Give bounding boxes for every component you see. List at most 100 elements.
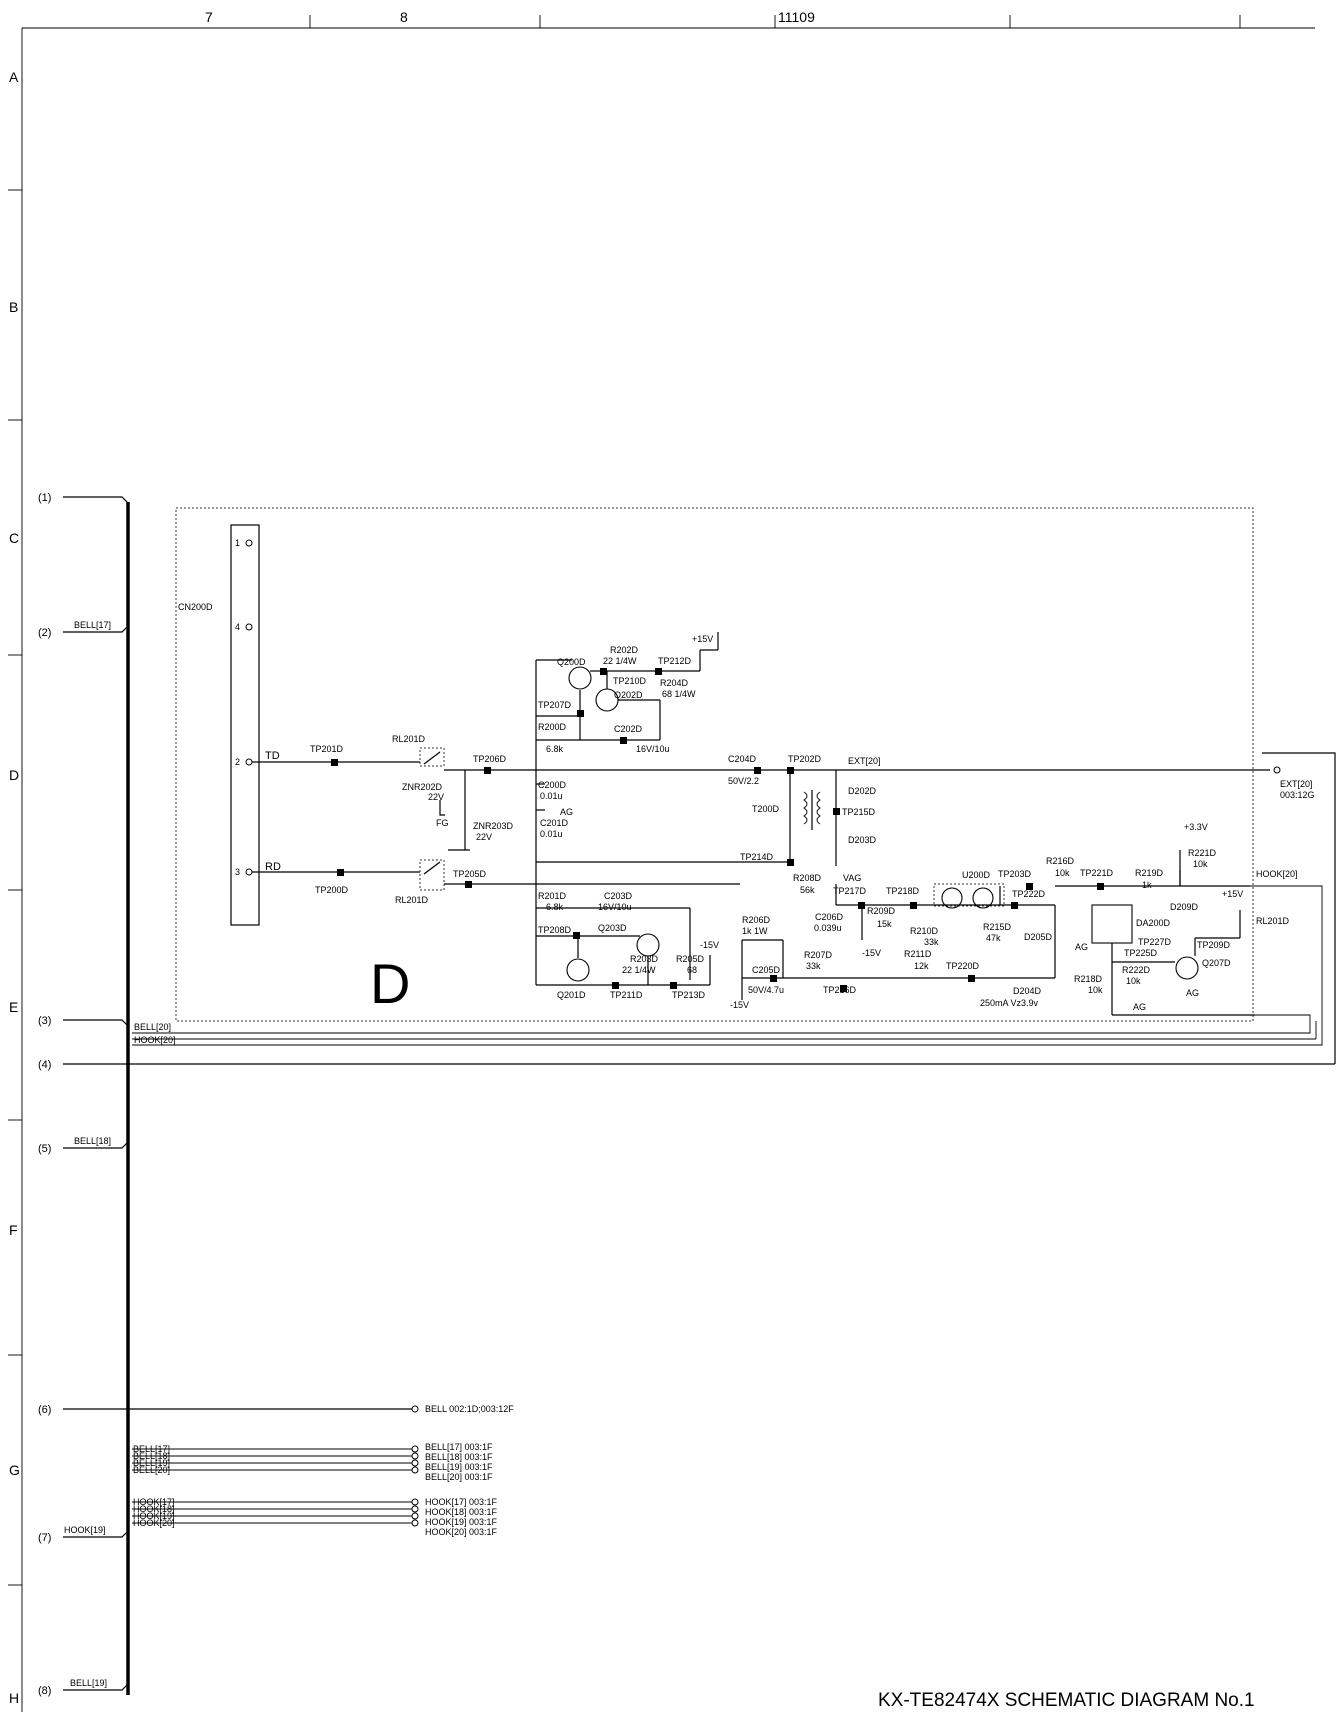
cn200d-connector <box>230 524 260 926</box>
pin-number: 1 <box>235 538 240 548</box>
component-label: D204D <box>1013 986 1042 996</box>
component-label: RL201D <box>395 895 429 905</box>
test-point <box>620 737 627 744</box>
test-point <box>577 710 584 717</box>
ground-label: AG <box>1133 1002 1146 1012</box>
offpage-connector <box>411 1459 419 1467</box>
component-value: 68 <box>687 965 697 975</box>
component-value: 68 1/4W <box>662 689 696 699</box>
component-label: R210D <box>910 926 939 936</box>
component-label: Q202D <box>614 690 643 700</box>
component-value: 10k <box>1126 976 1141 986</box>
component-label: Q200D <box>557 657 586 667</box>
td-label: TD <box>265 750 280 762</box>
component-value: 15k <box>877 919 892 929</box>
component-label: TP216D <box>823 985 857 995</box>
test-point <box>1011 902 1018 909</box>
test-point <box>968 975 975 982</box>
component-label: RL201D <box>1256 916 1290 926</box>
component-label: DA200D <box>1136 918 1171 928</box>
offpage-connector <box>411 1405 419 1413</box>
offpage-ref: HOOK[17] 003:1F <box>425 1497 498 1507</box>
component-label: TP220D <box>946 961 980 971</box>
component-value: 16V/10u <box>598 902 632 912</box>
bus-label: BELL[19] <box>133 1458 170 1468</box>
component-value: 47k <box>986 933 1001 943</box>
net-label: HOOK[20] <box>1256 869 1298 879</box>
component-label: T200D <box>752 804 780 814</box>
power-label: +15V <box>692 634 713 644</box>
pin-number: 2 <box>235 757 240 767</box>
component-label: R219D <box>1135 868 1164 878</box>
bus-label: BELL[19] <box>70 1678 107 1688</box>
component-label: R200D <box>538 722 567 732</box>
test-point <box>787 767 794 774</box>
component-label: R215D <box>983 922 1012 932</box>
row-label: D <box>9 767 19 783</box>
component-value: 10k <box>1193 859 1208 869</box>
test-point <box>754 767 761 774</box>
component-value: 22 1/4W <box>603 656 637 666</box>
component-label: TP209D <box>1197 940 1231 950</box>
test-point <box>1026 883 1033 890</box>
bell-hook-group-wiring <box>132 1448 412 1524</box>
bus-label-hook20: HOOK[20] <box>134 1035 176 1045</box>
row-label: A <box>9 69 19 85</box>
offpage-connector <box>411 1519 419 1527</box>
test-point <box>612 982 619 989</box>
transformer-wiring <box>789 766 1281 866</box>
component-label: C205D <box>752 965 781 975</box>
component-value: 250mA Vz3.9v <box>980 998 1039 1008</box>
ground-label: AG <box>1186 988 1199 998</box>
power-label: -15V <box>700 940 719 950</box>
component-value: 12k <box>914 961 929 971</box>
component-label: TP208D <box>538 925 572 935</box>
bus-label: BELL[17] <box>133 1444 170 1454</box>
component-label: TP222D <box>1012 889 1046 899</box>
component-label: U200D <box>962 870 991 880</box>
test-point <box>910 902 917 909</box>
component-label: Q201D <box>557 990 586 1000</box>
connector-marker: (1) <box>38 492 51 504</box>
component-value: 0.039u <box>814 923 842 933</box>
component-label: R201D <box>538 891 567 901</box>
offpage-ref: BELL[20] 003:1F <box>425 1472 493 1482</box>
pin-number: 3 <box>235 867 240 877</box>
right-section-wiring <box>1091 850 1255 1016</box>
row-label: G <box>9 1462 20 1478</box>
row-label: C <box>9 530 19 546</box>
component-value: 22V <box>476 832 492 842</box>
pin-number: 4 <box>235 622 240 632</box>
net-label: EXT[20] <box>848 756 881 766</box>
connector-marker: (5) <box>38 1143 51 1155</box>
component-label: R218D <box>1074 974 1103 984</box>
component-label: C206D <box>815 912 844 922</box>
bus-label: BELL[18] <box>133 1451 170 1461</box>
test-point <box>770 975 777 982</box>
connector-marker: (4) <box>38 1059 51 1071</box>
bus-label: BELL[17] <box>74 620 111 630</box>
offpage-ref: 003:12G <box>1280 790 1315 800</box>
component-label: TP218D <box>886 886 920 896</box>
block-label: D <box>370 952 410 1015</box>
bus-label: HOOK[19] <box>64 1525 106 1535</box>
component-label: R205D <box>676 954 705 964</box>
column-label: 7 <box>205 9 213 25</box>
bus-label-bell20: BELL[20] <box>134 1022 171 1032</box>
ground-label: AG <box>560 807 573 817</box>
offpage-connector <box>411 1466 419 1474</box>
offpage-ref: BELL[19] 003:1F <box>425 1462 493 1472</box>
component-value: 0.01u <box>540 791 563 801</box>
offpage-connector <box>411 1445 419 1453</box>
transistor-symbol <box>972 887 994 909</box>
component-label: TP212D <box>658 656 692 666</box>
offpage-connector <box>411 1498 419 1506</box>
row-label: B <box>9 299 18 315</box>
power-label: +3.3V <box>1184 822 1208 832</box>
row-label: E <box>9 999 18 1015</box>
component-label: D209D <box>1170 902 1199 912</box>
net-label: VAG <box>843 873 861 883</box>
power-label: -15V <box>862 948 881 958</box>
component-value: 16V/10u <box>636 744 670 754</box>
